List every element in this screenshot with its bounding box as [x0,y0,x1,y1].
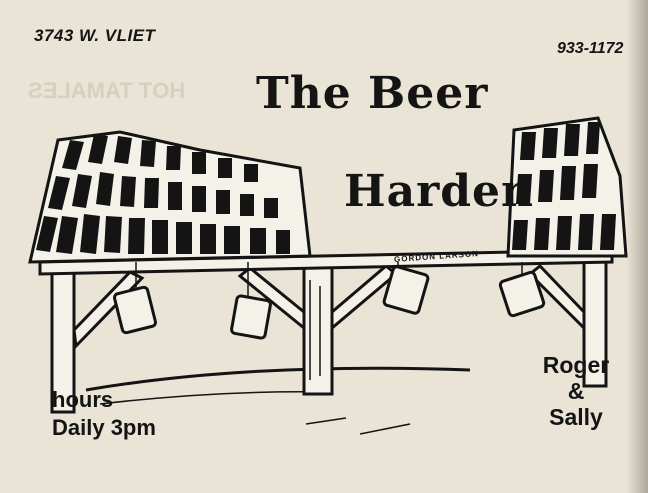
phone-number: 933-1172 [557,40,624,57]
owner-name-1: Roger [542,352,610,378]
ground-line [85,366,471,392]
roof-right-shingles [506,116,628,258]
brace-center-left [237,266,306,332]
grass-strokes [305,417,411,435]
roof-left-shingles [28,130,312,264]
hours-label: hours [52,387,114,412]
post-center [302,260,334,396]
post-center-grain [309,280,321,380]
ground-line-2 [99,391,331,405]
ampersand: & [567,378,585,404]
title-line-1: The Beer [256,68,489,119]
owner-name-2: Sally [549,404,603,430]
beer-mugs [113,262,546,340]
page-edge-shadow [626,0,648,493]
owners-block: Roger & Sally [536,352,616,430]
title-line-2: Harden [344,166,535,217]
hours-value: Daily 3pm [52,415,156,440]
hours-block: hours Daily 3pm [52,386,156,442]
address: 3743 W. VLIET [34,26,156,45]
main-beam [38,248,614,276]
